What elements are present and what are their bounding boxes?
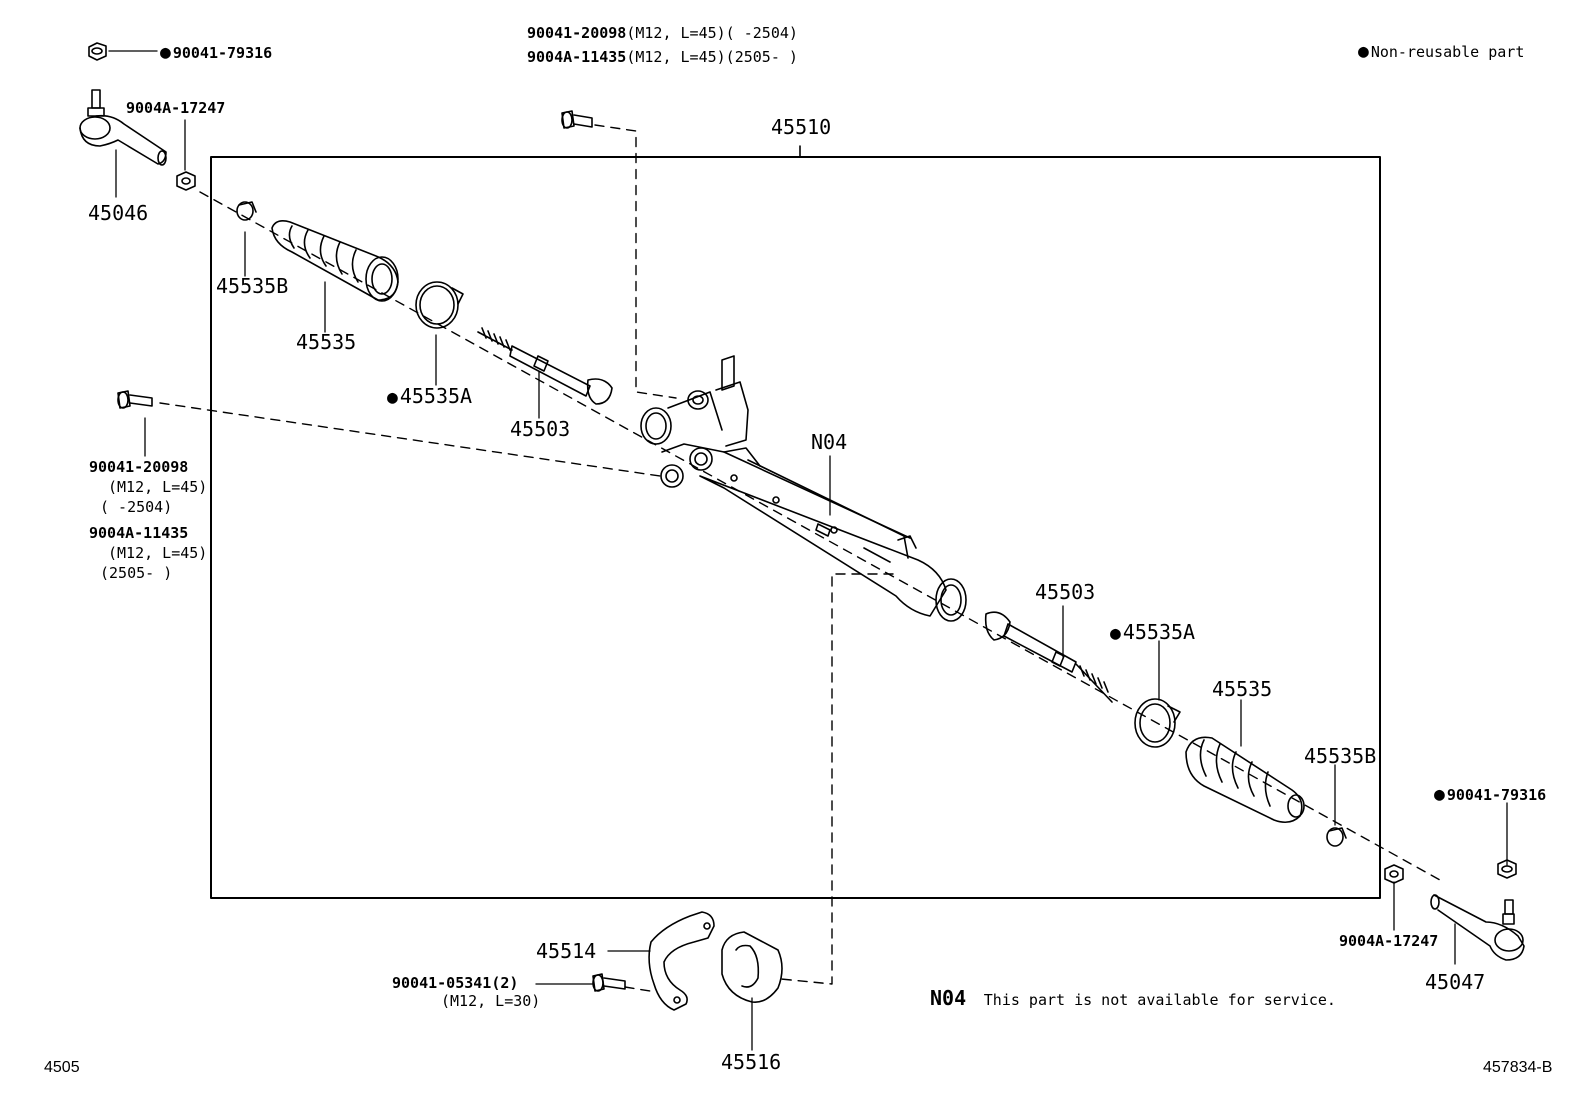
label-clip-right: 45535B — [1304, 744, 1377, 768]
note-code: N04 — [930, 986, 967, 1010]
note: N04 This part is not available for servi… — [930, 988, 1336, 1008]
label-assembly: 45510 — [771, 115, 832, 139]
grommet-icon — [721, 931, 783, 1004]
label-clip-left: 45535B — [216, 274, 289, 298]
label-bolt-left-b: 9004A-11435 — [89, 524, 189, 542]
label-tie-rod-end-left: 45046 — [88, 201, 149, 225]
label-bolt-left-a-spec1: (M12, L=45) — [108, 478, 208, 496]
non-reusable-dot: ● — [160, 42, 171, 63]
label-tie-rod-end-right: 45047 — [1425, 970, 1486, 994]
clip-right-icon — [1326, 827, 1347, 847]
legend: ●Non-reusable part — [1358, 43, 1524, 61]
bracket-icon — [648, 911, 715, 1011]
leader-lines — [108, 50, 1508, 1051]
label-grommet: 45516 — [721, 1050, 782, 1074]
label-housing: N04 — [811, 430, 848, 454]
alignment-lines — [159, 124, 1441, 992]
nut-right-icon — [1497, 859, 1517, 879]
note-text: This part is not available for service. — [983, 991, 1336, 1009]
label-rack-end-right: 45503 — [1035, 580, 1096, 604]
tie-rod-end-left-icon — [79, 89, 167, 166]
clamp-right-icon — [1134, 698, 1181, 748]
boot-left-icon — [271, 220, 399, 302]
assembly-frame — [210, 156, 1381, 899]
clip-left-icon — [236, 201, 257, 221]
label-clamp-left: ●45535A — [387, 384, 473, 408]
washer-right-icon — [1384, 864, 1404, 884]
label-clamp-right: ●45535A — [1110, 620, 1196, 644]
non-reusable-dot: ● — [387, 387, 398, 408]
bracket-bolt-icon — [592, 973, 626, 992]
rack-end-left-icon — [477, 327, 613, 405]
label-washer-left: 9004A-17247 — [126, 99, 226, 117]
bolt-top-icon — [561, 110, 593, 129]
label-bracket-bolt-spec: (M12, L=30) — [441, 992, 541, 1010]
rack-end-right-icon — [984, 611, 1113, 703]
label-boot-right: 45535 — [1212, 677, 1273, 701]
label-boot-left: 45535 — [296, 330, 357, 354]
boot-right-icon — [1185, 736, 1305, 824]
bolt-left-icon — [117, 390, 153, 409]
footer-left: 4505 — [44, 1059, 80, 1076]
label-bolt-left-a-spec2: ( -2504) — [100, 498, 173, 516]
label-rack-end-left: 45503 — [510, 417, 571, 441]
label-bolt-left-b-spec2: (2505- ) — [100, 564, 173, 582]
label-bolt-left-b-spec1: (M12, L=45) — [108, 544, 208, 562]
clamp-left-icon — [415, 281, 464, 329]
washer-left-icon — [176, 171, 196, 191]
legend-text: Non-reusable part — [1370, 43, 1525, 61]
label-washer-right: 9004A-17247 — [1339, 932, 1439, 950]
tie-rod-end-right-icon — [1430, 894, 1525, 961]
legend-bullet: ● — [1358, 41, 1369, 62]
label-bracket: 45514 — [536, 939, 597, 963]
label-nut-right: ●90041-79316 — [1434, 784, 1547, 805]
label-bolt-top-a: 90041-20098(M12, L=45)( -2504) — [527, 24, 798, 42]
label-bolt-left-a: 90041-20098 — [89, 458, 189, 476]
footer-right: 457834-B — [1483, 1059, 1553, 1076]
non-reusable-dot: ● — [1434, 784, 1445, 805]
nut-left-icon — [88, 42, 107, 61]
non-reusable-dot: ● — [1110, 623, 1121, 644]
label-nut-left: ●90041-79316 — [160, 42, 273, 63]
label-bracket-bolt: 90041-05341(2) — [392, 974, 519, 992]
label-bolt-top-b: 9004A-11435(M12, L=45)(2505- ) — [527, 48, 798, 66]
gear-housing-icon — [640, 355, 967, 622]
